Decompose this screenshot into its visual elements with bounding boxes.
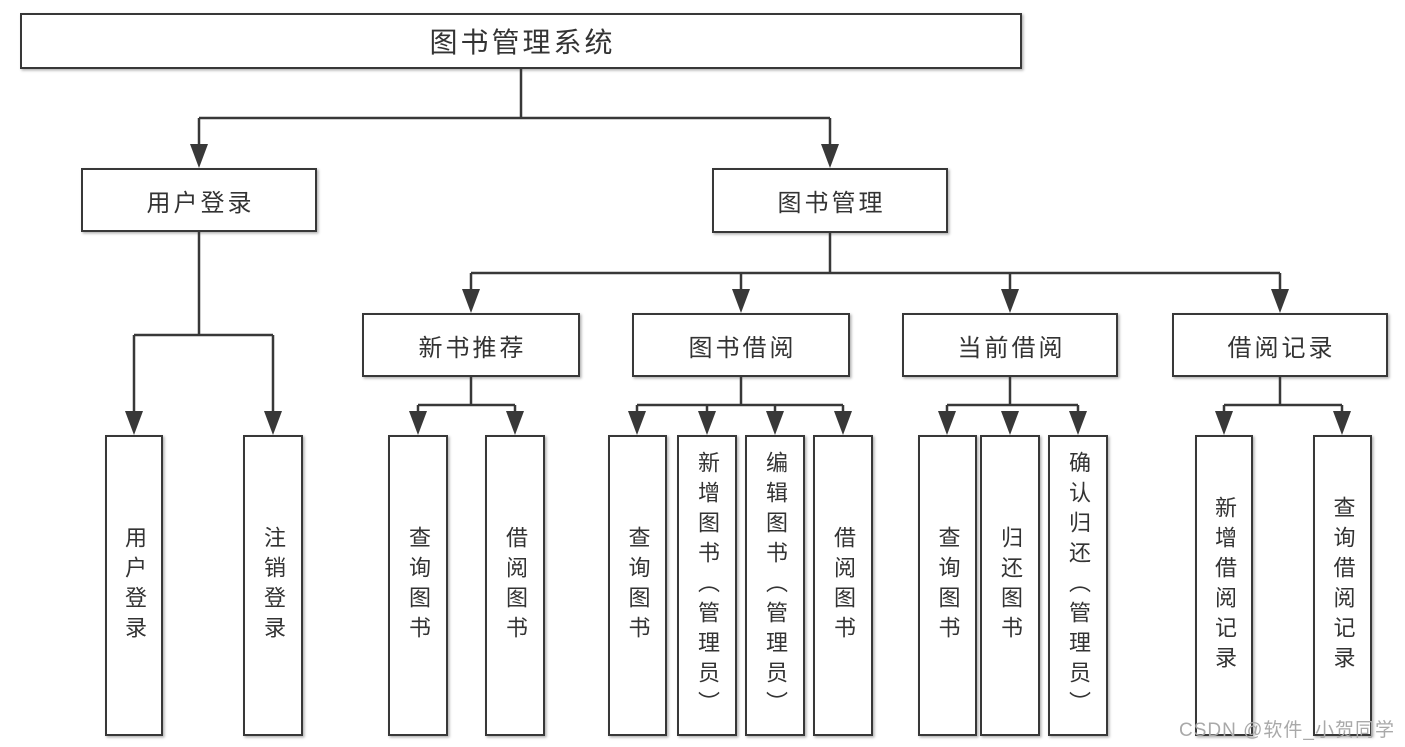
leaf-user-login-label: 用户登录 [122,525,147,646]
node-book-borrow-label: 图书借阅 [688,334,797,362]
node-library-system-label: 图书管理系统 [429,27,616,58]
leaf-confirm-return-admin: 确认归还（管理员） [1048,435,1108,736]
leaf-rec-search-book-label: 查询图书 [406,525,431,646]
leaf-current-search-book: 查询图书 [918,435,977,736]
leaf-edit-book-admin: 编辑图书（管理员） [745,435,805,736]
leaf-add-book-admin-label: 新增图书（管理员） [695,450,720,721]
node-user-login: 用户登录 [81,168,317,232]
csdn-watermark: CSDN @软件_小贺同学 [1179,720,1395,741]
node-borrow-record: 借阅记录 [1172,313,1388,377]
leaf-current-search-book-label: 查询图书 [935,525,961,646]
node-current-borrow-label: 当前借阅 [957,334,1066,362]
node-new-book-recommend-label: 新书推荐 [418,334,527,362]
leaf-borrow-book: 借阅图书 [813,435,873,736]
leaf-add-borrow-record: 新增借阅记录 [1195,435,1253,736]
node-user-login-label: 用户登录 [146,189,255,217]
leaf-logout: 注销登录 [243,435,303,736]
node-book-borrow: 图书借阅 [632,313,850,377]
node-library-system: 图书管理系统 [20,13,1022,69]
leaf-add-book-admin: 新增图书（管理员） [677,435,737,736]
leaf-borrow-search-book-label: 查询图书 [625,525,651,646]
leaf-borrow-book-label: 借阅图书 [831,525,856,646]
leaf-confirm-return-admin-label: 确认归还（管理员） [1066,450,1091,721]
leaf-logout-label: 注销登录 [261,525,286,646]
node-borrow-record-label: 借阅记录 [1227,334,1336,362]
arrowheads [125,144,1351,435]
leaf-return-book: 归还图书 [980,435,1040,736]
leaf-user-login: 用户登录 [105,435,163,736]
leaf-rec-search-book: 查询图书 [388,435,448,736]
node-book-management-label: 图书管理 [777,190,886,217]
leaf-rec-borrow-book: 借阅图书 [485,435,545,736]
node-current-borrow: 当前借阅 [902,313,1118,377]
leaf-search-borrow-record: 查询借阅记录 [1313,435,1372,736]
leaf-search-borrow-record-label: 查询借阅记录 [1330,495,1356,676]
node-new-book-recommend: 新书推荐 [362,313,580,377]
leaf-edit-book-admin-label: 编辑图书（管理员） [763,450,788,721]
leaf-rec-borrow-book-label: 借阅图书 [503,525,528,646]
leaf-return-book-label: 归还图书 [998,525,1023,646]
leaf-borrow-search-book: 查询图书 [608,435,667,736]
leaf-add-borrow-record-label: 新增借阅记录 [1212,495,1237,676]
node-book-management: 图书管理 [712,168,948,233]
